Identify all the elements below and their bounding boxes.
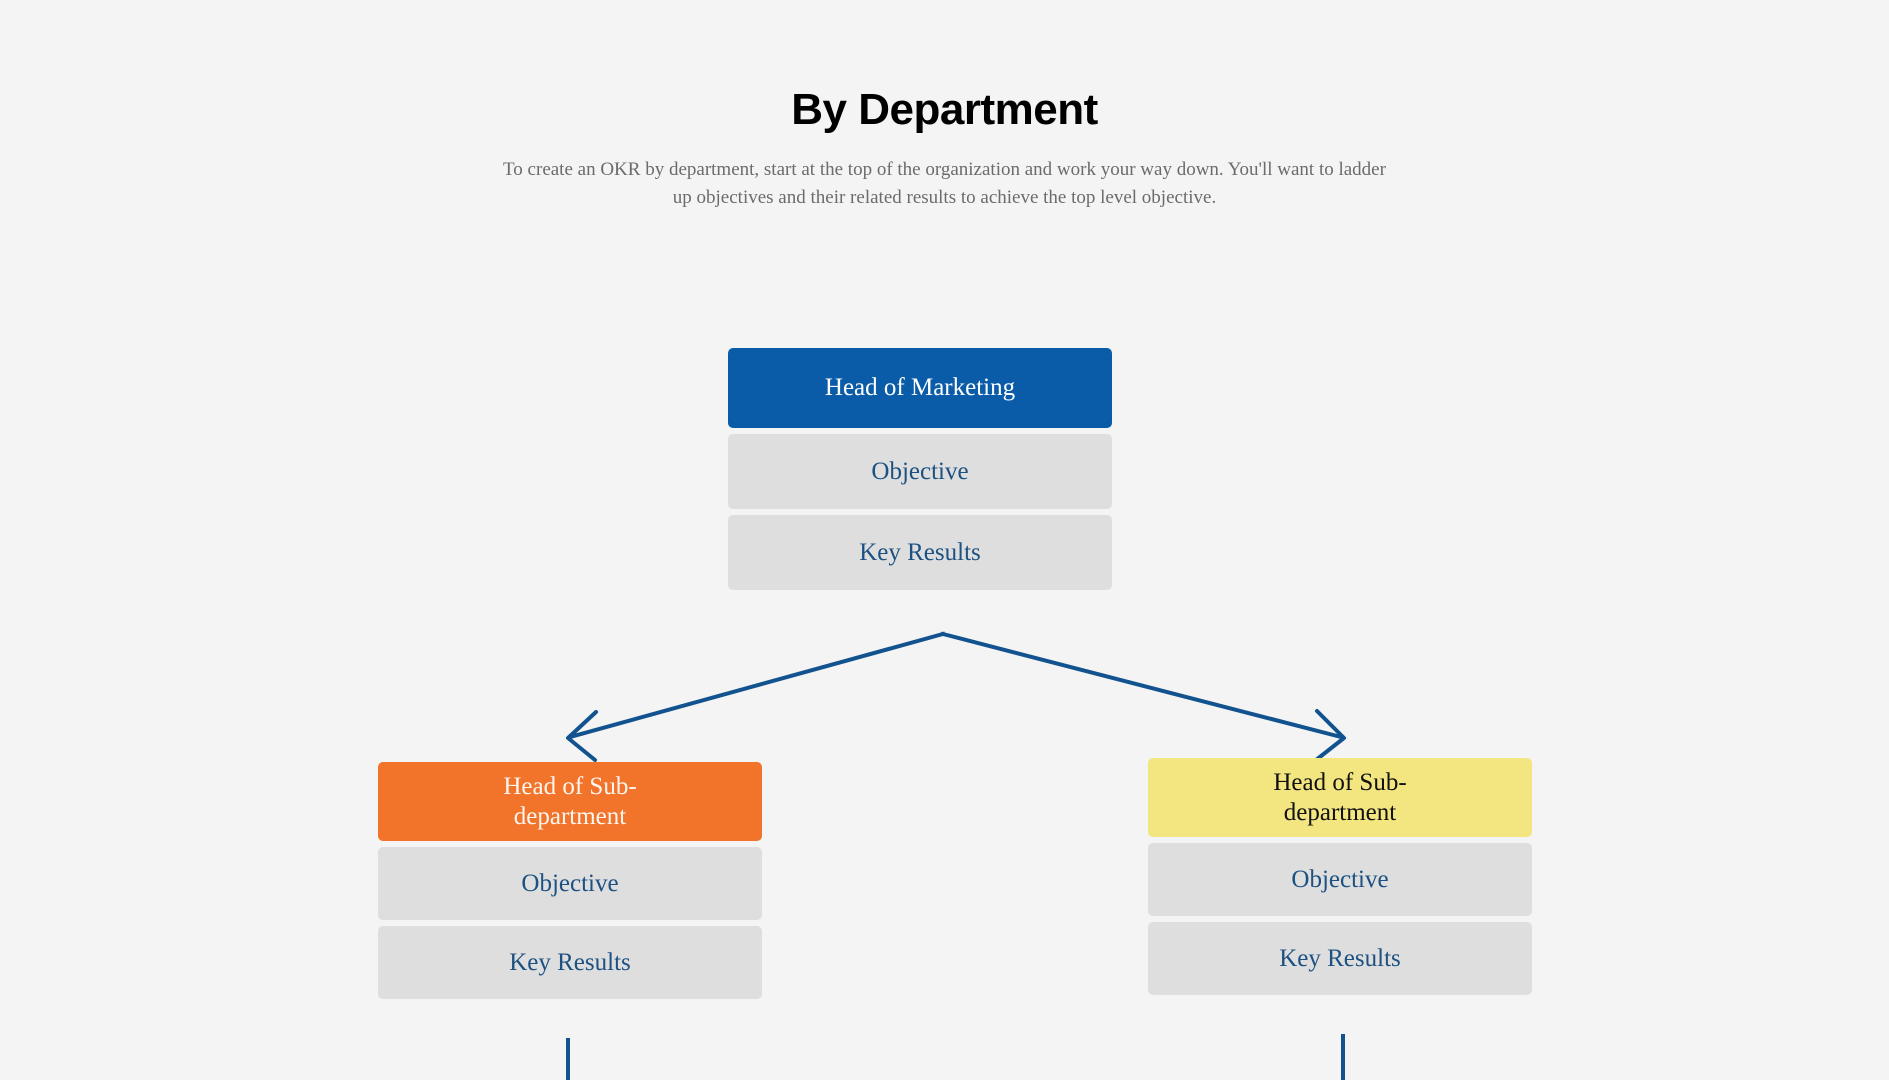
node-header-left-line1: Head of Sub- bbox=[503, 773, 637, 800]
edge-root-to-right bbox=[940, 631, 1344, 740]
node-header-left-line2: department bbox=[513, 802, 627, 830]
node-head-of-sub-department-left[interactable]: Head of Sub- department Objective Key Re… bbox=[378, 762, 762, 999]
node-header-left[interactable]: Head of Sub- department bbox=[378, 762, 762, 841]
node-row-key-results-left[interactable]: Key Results bbox=[378, 926, 762, 999]
node-row-key-results-right[interactable]: Key Results bbox=[1148, 922, 1532, 995]
node-row-objective-right[interactable]: Objective bbox=[1148, 843, 1532, 916]
node-row-objective-left[interactable]: Objective bbox=[378, 847, 762, 920]
node-header-right-line2: department bbox=[1283, 798, 1397, 826]
arrowhead-right-icon bbox=[1314, 709, 1346, 762]
node-row-key-results-root[interactable]: Key Results bbox=[728, 515, 1112, 590]
arrowhead-left-icon bbox=[566, 710, 598, 762]
node-header-right[interactable]: Head of Sub- department bbox=[1148, 758, 1532, 837]
node-head-of-marketing[interactable]: Head of Marketing Objective Key Results bbox=[728, 348, 1112, 590]
node-head-of-sub-department-right[interactable]: Head of Sub- department Objective Key Re… bbox=[1148, 758, 1532, 995]
node-row-objective-root[interactable]: Objective bbox=[728, 434, 1112, 509]
page-header: By Department To create an OKR by depart… bbox=[0, 0, 1889, 211]
edge-root-to-left bbox=[567, 631, 946, 740]
node-header-root[interactable]: Head of Marketing bbox=[728, 348, 1112, 428]
node-header-right-line1: Head of Sub- bbox=[1273, 769, 1407, 796]
page-title: By Department bbox=[791, 85, 1098, 134]
page-subtitle: To create an OKR by department, start at… bbox=[503, 159, 1386, 208]
